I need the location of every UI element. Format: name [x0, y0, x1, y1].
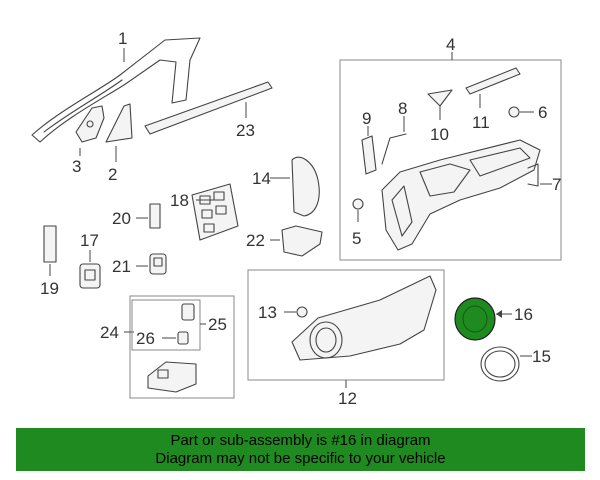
- part-15-ring: [480, 346, 532, 382]
- callout-1: 1: [118, 29, 127, 48]
- callout-7: 7: [552, 175, 561, 194]
- callout-16: 16: [514, 305, 533, 324]
- part-3-bracket: [75, 105, 105, 156]
- part-5-fastener: [352, 198, 364, 222]
- part-16-highlighted-ring: [454, 297, 512, 341]
- callout-5: 5: [352, 229, 361, 248]
- callout-11: 11: [472, 113, 490, 132]
- callout-15: 15: [532, 347, 551, 366]
- part-4-door-panel: [381, 139, 541, 251]
- part-13-fastener: [284, 306, 308, 318]
- callout-23: 23: [236, 121, 255, 140]
- callout-3: 3: [72, 157, 81, 176]
- part-2-mirror-trim: [105, 103, 133, 162]
- callout-2: 2: [108, 165, 117, 184]
- callout-13: 13: [258, 303, 277, 322]
- callout-22: 22: [246, 231, 265, 250]
- banner-line-1: Part or sub-assembly is #16 in diagram: [170, 432, 431, 449]
- part-25-sensor: [162, 303, 195, 345]
- callout-9: 9: [362, 109, 371, 128]
- callout-18: 18: [170, 191, 189, 210]
- part-24-module: [147, 361, 197, 393]
- part-22-handle: [270, 225, 323, 257]
- callout-10: 10: [430, 125, 449, 144]
- part-14-cover: [270, 156, 320, 217]
- part-10-cover: [427, 89, 453, 120]
- callout-12: 12: [338, 389, 357, 408]
- part-6-clip: [508, 106, 534, 118]
- callout-8: 8: [398, 99, 407, 118]
- box-group-4: [339, 59, 562, 261]
- box-group-24: [129, 295, 235, 399]
- callout-25: 25: [208, 315, 227, 334]
- part-17-switch: [79, 250, 101, 289]
- callout-14: 14: [252, 169, 271, 188]
- box-group-25: [131, 299, 201, 351]
- callout-6: 6: [538, 103, 547, 122]
- callout-4: 4: [446, 35, 455, 54]
- callout-24: 24: [100, 323, 119, 342]
- part-23-belt-molding: [144, 81, 273, 135]
- callout-20: 20: [112, 209, 131, 228]
- callout-19: 19: [40, 279, 59, 298]
- banner-line-2: Diagram may not be specific to your vehi…: [155, 450, 446, 467]
- part-info-banner: Part or sub-assembly is #16 in diagram D…: [16, 428, 585, 471]
- part-11-strip: [465, 67, 521, 108]
- callout-21: 21: [112, 257, 131, 276]
- part-21-switch: [136, 253, 167, 275]
- part-12-lower-panel: [291, 275, 437, 361]
- part-9-trim: [361, 126, 377, 175]
- part-8-rod: [381, 116, 407, 165]
- part-1-window-molding: [31, 37, 201, 143]
- part-20-switch: [136, 203, 161, 229]
- part-7-bracket: [527, 163, 552, 187]
- part-19-switch: [43, 225, 57, 276]
- part-18-switch-panel: [191, 183, 239, 241]
- callout-17: 17: [80, 231, 99, 250]
- callout-26: 26: [136, 329, 155, 348]
